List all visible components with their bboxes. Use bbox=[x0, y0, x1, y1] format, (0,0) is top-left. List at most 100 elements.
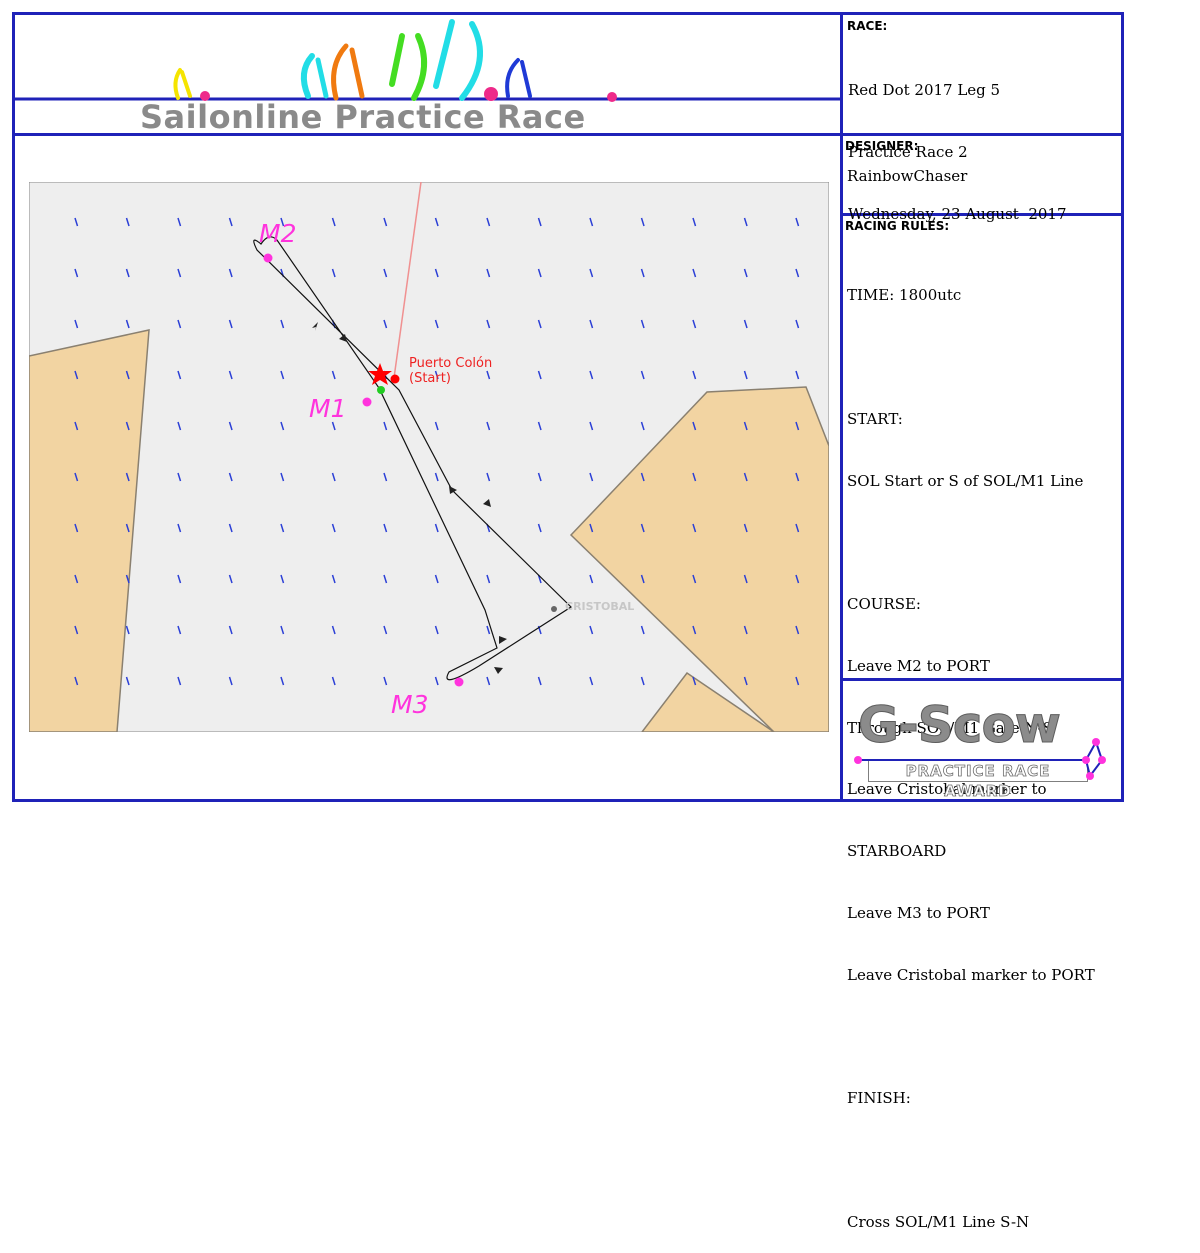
wind-barb-icon bbox=[280, 421, 285, 431]
wind-barb-icon bbox=[640, 319, 645, 329]
wind-barb-icon bbox=[177, 523, 182, 533]
wind-barb-icon bbox=[280, 217, 285, 227]
wind-barb-icon bbox=[177, 421, 182, 431]
wind-barb-icon bbox=[177, 217, 182, 227]
wind-barb-icon bbox=[331, 217, 336, 227]
wind-barb-icon bbox=[692, 421, 697, 431]
wind-barb-icon bbox=[125, 268, 130, 278]
route-arrow-icon bbox=[499, 636, 507, 644]
wind-barb-icon bbox=[434, 319, 439, 329]
wind-barb-icon bbox=[743, 421, 748, 431]
wind-barb-icon bbox=[589, 370, 594, 380]
wind-barb-icon bbox=[743, 574, 748, 584]
rule-line bbox=[847, 1150, 1095, 1171]
wind-barb-icon bbox=[743, 625, 748, 635]
wind-barb-icon bbox=[74, 268, 79, 278]
wind-barb-icon bbox=[331, 370, 336, 380]
rule-line: START: bbox=[847, 409, 903, 428]
wind-barb-icon bbox=[125, 523, 130, 533]
wind-barb-icon bbox=[640, 676, 645, 686]
cristobal-label: CRISTOBAL bbox=[565, 600, 634, 613]
rules-label: RACING RULES: bbox=[845, 219, 950, 233]
wind-barb-icon bbox=[74, 421, 79, 431]
land-west bbox=[29, 329, 150, 732]
race-label: RACE: bbox=[847, 19, 888, 33]
rule-line: Through SOL/M1 Gate N-S bbox=[847, 718, 1053, 737]
wind-barb-icon bbox=[228, 319, 233, 329]
sail-blue-icon bbox=[505, 58, 520, 98]
wind-barb-icon bbox=[434, 370, 439, 380]
wind-barb-icon bbox=[74, 625, 79, 635]
wind-barb-icon bbox=[640, 268, 645, 278]
wind-barb-icon bbox=[125, 319, 130, 329]
wind-barb-icon bbox=[795, 625, 800, 635]
buoy-dot-icon bbox=[484, 87, 498, 101]
route-arrow-icon bbox=[494, 667, 503, 674]
rule-line: FINISH: bbox=[847, 1089, 911, 1108]
wind-barb-icon bbox=[589, 676, 594, 686]
wind-barb-icon bbox=[434, 523, 439, 533]
wind-barb-icon bbox=[177, 676, 182, 686]
wind-barb-icon bbox=[383, 472, 388, 482]
wind-barb-icon bbox=[434, 472, 439, 482]
sail-cyan-icon bbox=[300, 53, 315, 99]
wind-barb-icon bbox=[486, 625, 491, 635]
wind-barb-icon bbox=[228, 370, 233, 380]
gscow-award-subtitle: PRACTICE RACE AWARD bbox=[868, 760, 1088, 800]
wind-barb-icon bbox=[331, 268, 336, 278]
wind-barb-icon bbox=[795, 676, 800, 686]
wind-barb-icon bbox=[383, 421, 388, 431]
wind-barb-icon bbox=[486, 319, 491, 329]
wind-barb-icon bbox=[795, 370, 800, 380]
wind-barb-icon bbox=[74, 472, 79, 482]
wind-barb-icon bbox=[228, 268, 233, 278]
wind-barb-icon bbox=[486, 370, 491, 380]
wind-barb-icon bbox=[486, 421, 491, 431]
wind-barb-icon bbox=[640, 472, 645, 482]
wind-barb-icon bbox=[331, 421, 336, 431]
wind-barb-icon bbox=[692, 472, 697, 482]
wind-barb-icon bbox=[383, 676, 388, 686]
wind-barb-icon bbox=[486, 676, 491, 686]
wind-barb-icon bbox=[331, 523, 336, 533]
wind-barb-icon bbox=[228, 676, 233, 686]
wind-barb-icon bbox=[795, 268, 800, 278]
route-direction-arrows bbox=[312, 322, 507, 674]
wind-barb-icon bbox=[125, 421, 130, 431]
wind-barb-icon bbox=[228, 574, 233, 584]
wind-barb-icon bbox=[228, 472, 233, 482]
rule-line bbox=[847, 1027, 1095, 1048]
wind-barb-icon bbox=[383, 523, 388, 533]
gscow-logo-course-icon bbox=[854, 738, 1106, 780]
wind-barb-icon bbox=[537, 472, 542, 482]
wind-barb-icon bbox=[434, 676, 439, 686]
wind-barb-icon bbox=[743, 217, 748, 227]
rule-line: Leave M2 to PORT bbox=[847, 656, 990, 675]
wind-barb-icon bbox=[537, 217, 542, 227]
sail-cyan-big-icon bbox=[433, 19, 455, 89]
wind-barb-icon bbox=[589, 472, 594, 482]
wind-barb-icon bbox=[125, 217, 130, 227]
start-label-name: Puerto Colón bbox=[409, 356, 492, 371]
wind-barb-icon bbox=[177, 268, 182, 278]
rule-line: TIME: 1800utc bbox=[847, 286, 962, 305]
wind-barb-icon bbox=[74, 523, 79, 533]
designer-name: RainbowChaser bbox=[847, 167, 968, 185]
wind-barb-icon bbox=[434, 574, 439, 584]
rule-line: Leave Cristobal marker to bbox=[847, 780, 1047, 799]
cristobal-marker-icon bbox=[551, 606, 557, 612]
rule-line: Leave Cristobal marker to PORT bbox=[847, 965, 1095, 984]
wind-barb-icon bbox=[589, 625, 594, 635]
wind-barb-icon bbox=[692, 574, 697, 584]
wind-barb-icon bbox=[692, 268, 697, 278]
wind-barb-icon bbox=[537, 319, 542, 329]
wind-barb-icon bbox=[280, 370, 285, 380]
wind-barb-icon bbox=[383, 625, 388, 635]
wind-barb-icon bbox=[589, 217, 594, 227]
wind-barb-icon bbox=[280, 574, 285, 584]
wind-barb-icon bbox=[795, 472, 800, 482]
wind-barb-icon bbox=[537, 574, 542, 584]
wind-barb-icon bbox=[228, 421, 233, 431]
wind-barb-icon bbox=[692, 370, 697, 380]
wind-barb-icon bbox=[795, 574, 800, 584]
